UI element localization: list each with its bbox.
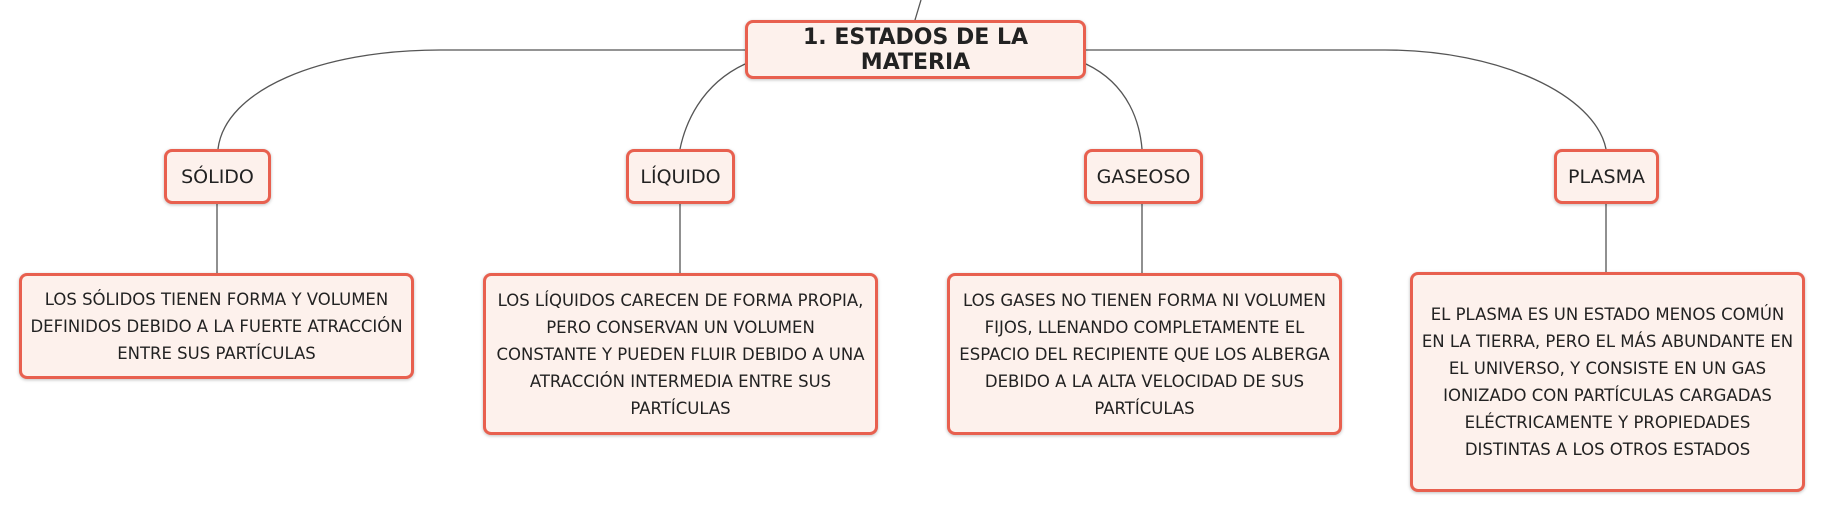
state-node-solido[interactable]: SÓLIDO <box>164 149 271 204</box>
description-text-solido: LOS SÓLIDOS TIENEN FORMA Y VOLUMEN DEFIN… <box>30 289 403 363</box>
state-node-gaseoso[interactable]: GASEOSO <box>1084 149 1203 204</box>
state-label-liquido: LÍQUIDO <box>640 165 721 188</box>
state-label-gaseoso: GASEOSO <box>1096 165 1191 188</box>
state-node-liquido[interactable]: LÍQUIDO <box>626 149 735 204</box>
description-text-gaseoso: LOS GASES NO TIENEN FORMA NI VOLUMEN FIJ… <box>959 290 1330 418</box>
description-text-liquido: LOS LÍQUIDOS CARECEN DE FORMA PROPIA, PE… <box>496 290 865 418</box>
state-label-plasma: PLASMA <box>1568 165 1645 188</box>
description-node-plasma[interactable]: EL PLASMA ES UN ESTADO MENOS COMÚN EN LA… <box>1410 272 1805 492</box>
description-text-plasma: EL PLASMA ES UN ESTADO MENOS COMÚN EN LA… <box>1421 305 1794 459</box>
description-node-solido[interactable]: LOS SÓLIDOS TIENEN FORMA Y VOLUMEN DEFIN… <box>19 273 414 379</box>
connector-root-solido <box>217 49 745 150</box>
connector-root-liquido <box>679 63 746 150</box>
root-label: 1. ESTADOS DE LA MATERIA <box>803 24 1028 75</box>
description-node-liquido[interactable]: LOS LÍQUIDOS CARECEN DE FORMA PROPIA, PE… <box>483 273 878 435</box>
root-node[interactable]: 1. ESTADOS DE LA MATERIA <box>745 20 1086 79</box>
description-node-gaseoso[interactable]: LOS GASES NO TIENEN FORMA NI VOLUMEN FIJ… <box>947 273 1342 435</box>
state-label-solido: SÓLIDO <box>181 165 254 188</box>
state-node-plasma[interactable]: PLASMA <box>1554 149 1659 204</box>
connector-root-plasma <box>1086 49 1607 150</box>
connector-root-parent <box>914 0 922 21</box>
connector-root-gaseoso <box>1085 63 1143 150</box>
